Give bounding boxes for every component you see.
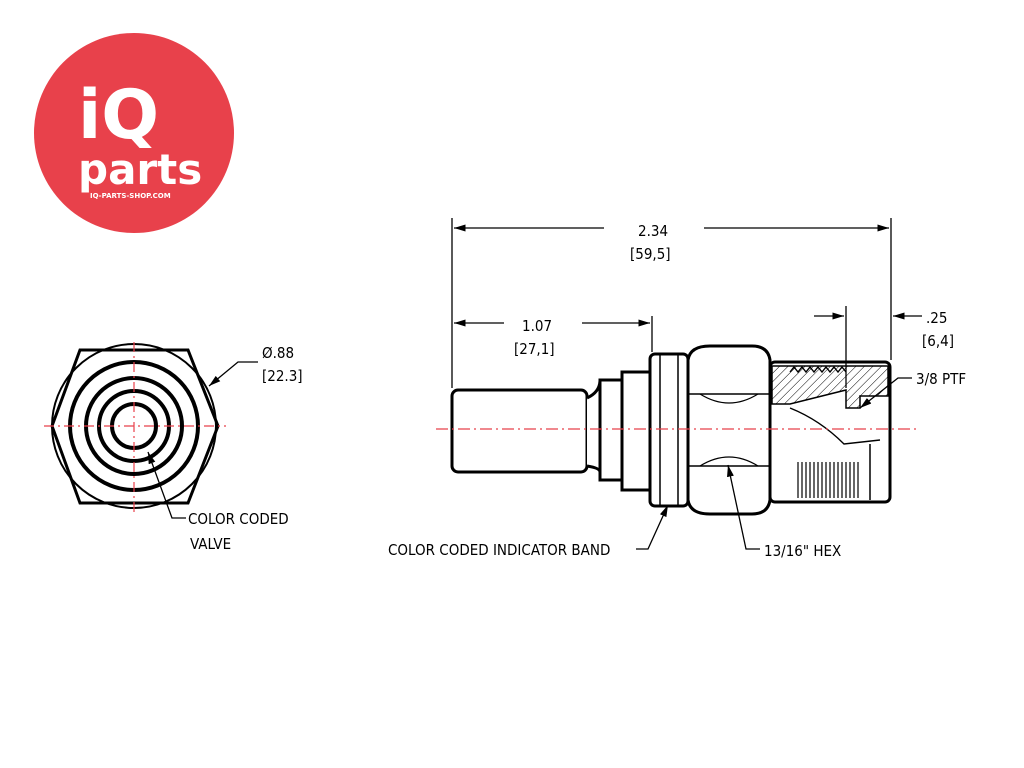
- logo-brand-big: iQ: [78, 76, 159, 155]
- overall-length-metric: [59,5]: [630, 245, 671, 263]
- hex-label: 13/16" HEX: [764, 542, 841, 560]
- end-view: [44, 342, 258, 519]
- thread-label: 3/8 PTF: [916, 370, 966, 388]
- band-label: COLOR CODED INDICATOR BAND: [388, 541, 610, 559]
- iq-parts-logo: iQ parts IQ-PARTS-SHOP.COM: [34, 33, 234, 233]
- stem-length-metric: [27,1]: [514, 340, 555, 358]
- logo-url: IQ-PARTS-SHOP.COM: [90, 192, 171, 200]
- stem-length: 1.07: [522, 317, 552, 335]
- dimension-lines: [451, 218, 922, 550]
- thread-depth-metric: [6,4]: [922, 332, 954, 350]
- valve-label-line2: VALVE: [190, 535, 231, 553]
- side-view: [450, 344, 892, 516]
- logo-brand-small: parts: [78, 145, 202, 194]
- thread-depth: .25: [926, 309, 947, 327]
- end-view-diameter-metric: [22.3]: [262, 367, 303, 385]
- overall-length: 2.34: [638, 222, 668, 240]
- valve-label-line1: COLOR CODED: [188, 510, 289, 528]
- end-view-diameter-label: Ø.88: [262, 344, 294, 362]
